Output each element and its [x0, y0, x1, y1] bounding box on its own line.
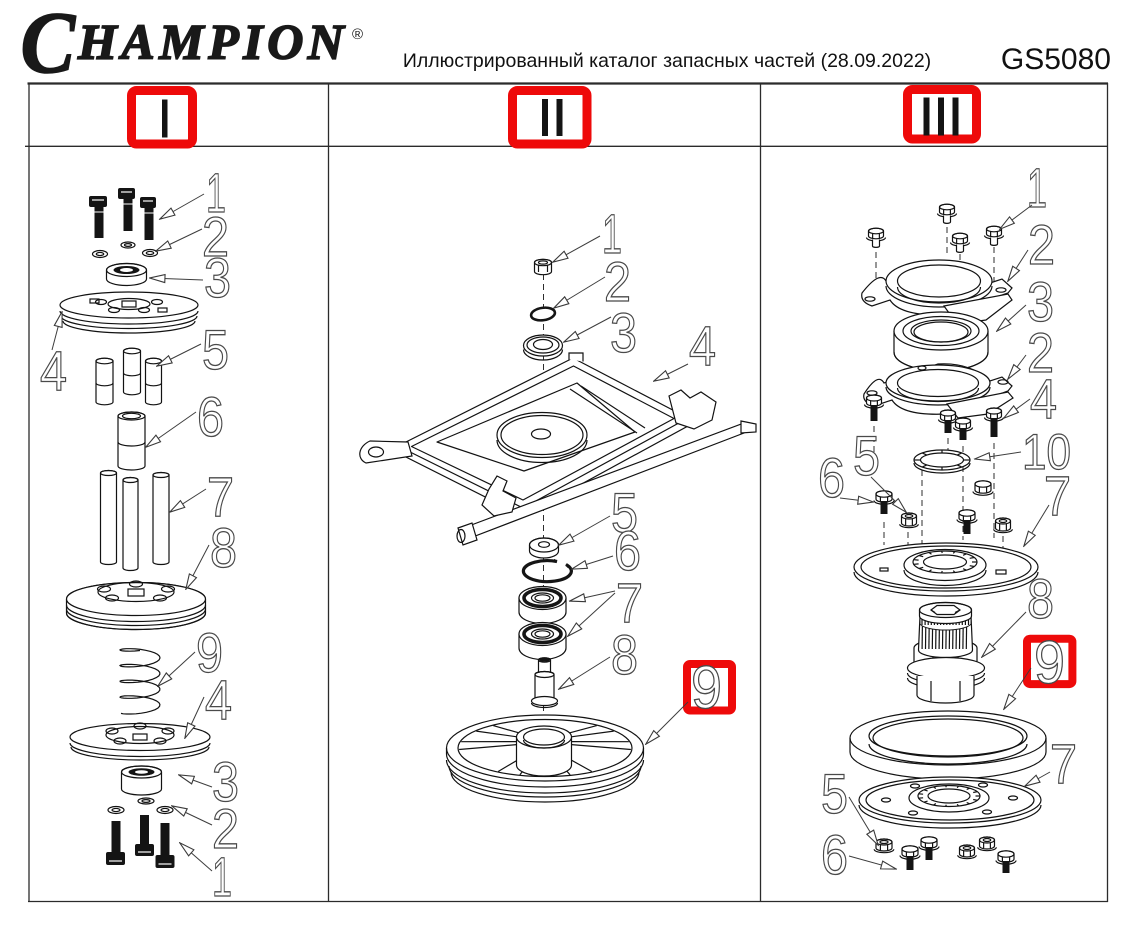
svg-text:9: 9 [1034, 629, 1065, 696]
svg-text:2: 2 [1027, 321, 1054, 384]
svg-text:7: 7 [1050, 732, 1077, 795]
svg-text:2: 2 [1028, 213, 1055, 276]
svg-text:7: 7 [616, 571, 643, 634]
svg-text:1: 1 [602, 202, 622, 265]
svg-text:1: 1 [206, 161, 226, 224]
svg-text:8: 8 [1027, 567, 1054, 630]
svg-text:9: 9 [691, 654, 722, 721]
svg-text:Иллюстрированный каталог запас: Иллюстрированный каталог запасных частей… [403, 50, 931, 72]
svg-text:4: 4 [1030, 367, 1057, 430]
svg-text:9: 9 [196, 621, 223, 684]
svg-text:6: 6 [197, 385, 224, 448]
svg-text:10: 10 [1022, 424, 1071, 480]
svg-text:®: ® [352, 26, 363, 43]
svg-text:7: 7 [1044, 464, 1071, 527]
svg-text:3: 3 [212, 750, 239, 813]
svg-text:7: 7 [207, 465, 234, 528]
svg-text:5: 5 [821, 762, 848, 825]
svg-text:6: 6 [818, 446, 845, 509]
svg-text:2: 2 [604, 250, 631, 313]
svg-text:GS5080: GS5080 [1001, 43, 1111, 76]
svg-text:1: 1 [1027, 156, 1047, 219]
svg-text:8: 8 [611, 623, 638, 686]
svg-text:4: 4 [205, 668, 232, 731]
svg-text:5: 5 [611, 481, 638, 544]
svg-text:3: 3 [204, 246, 231, 309]
svg-text:4: 4 [40, 339, 67, 402]
svg-text:2: 2 [202, 205, 229, 268]
svg-text:3: 3 [1027, 270, 1054, 333]
svg-text:1: 1 [212, 845, 232, 908]
svg-text:C: C [20, 0, 76, 92]
svg-text:8: 8 [210, 516, 237, 579]
svg-text:4: 4 [689, 314, 716, 377]
svg-text:6: 6 [821, 823, 848, 886]
svg-text:2: 2 [212, 797, 239, 860]
svg-text:5: 5 [853, 424, 880, 487]
svg-text:6: 6 [614, 519, 641, 582]
svg-text:5: 5 [202, 318, 229, 381]
svg-text:3: 3 [610, 301, 637, 364]
svg-text:HAMPION: HAMPION [77, 14, 348, 70]
